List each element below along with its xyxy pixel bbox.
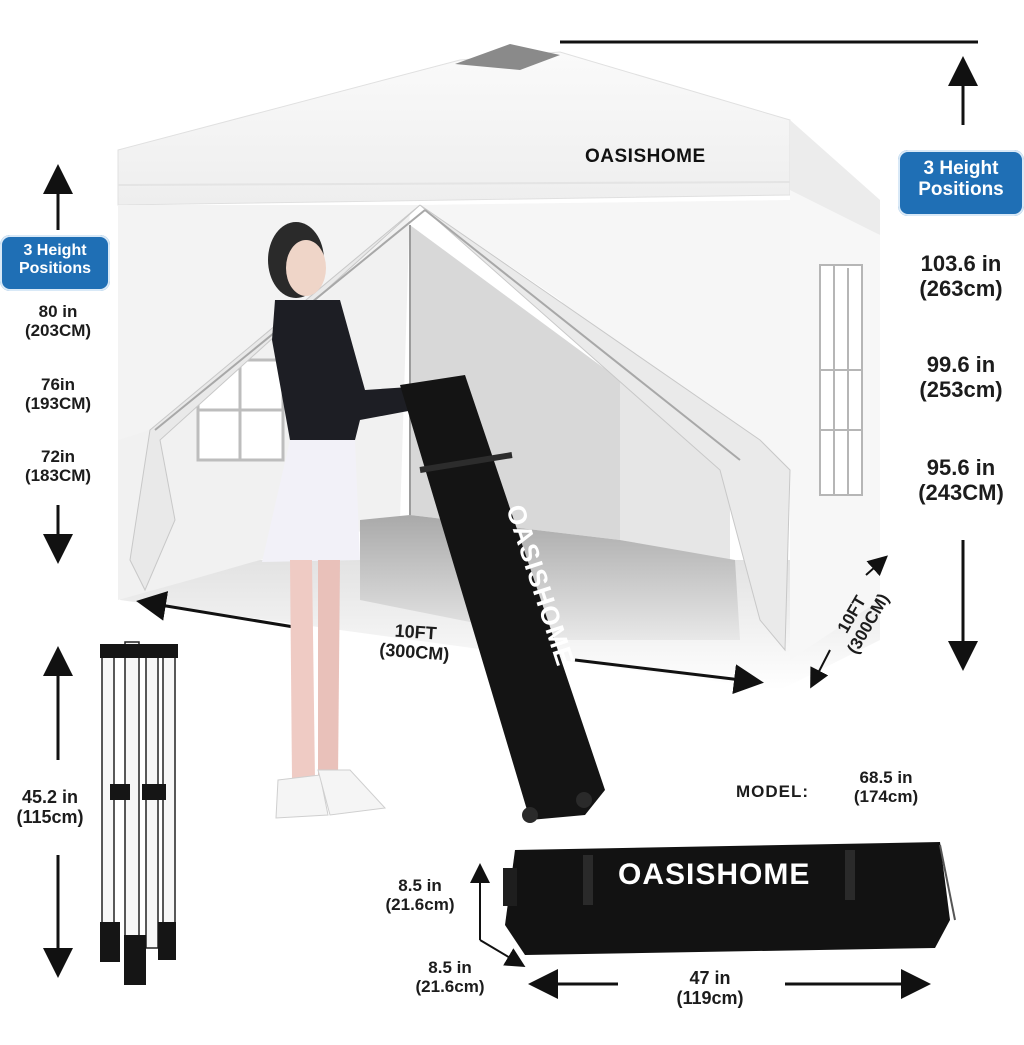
tent-curtains [118, 200, 791, 652]
right-height-position-1: 103.6 in (263cm) [919, 251, 1003, 301]
model-height-label: 68.5 in (174cm) [853, 768, 919, 807]
bag-depth-arrow [479, 939, 526, 968]
depth-arrow-bottom [810, 649, 831, 689]
bag-depth-label: 8.5 in (21.6cm) [415, 958, 485, 997]
bag-flat-brand-logo: OASISHOME [618, 858, 811, 891]
canopy-brand-logo: OASISHOME [585, 146, 706, 167]
tent-window-right [819, 264, 863, 496]
width-arrow-left [136, 591, 301, 630]
left-height-position-3: 72in (183CM) [24, 447, 92, 486]
carry-bag-upright [400, 375, 605, 823]
bag-height-label: 8.5 in (21.6cm) [385, 876, 455, 915]
left-badge-line1: 3 Height [23, 242, 87, 259]
folded-frame [100, 641, 178, 985]
left-height-position-2: 76in (193CM) [24, 375, 92, 414]
bag-length-label: 47 in (119cm) [676, 968, 744, 1009]
right-height-position-3: 95.6 in (243CM) [918, 455, 1004, 505]
left-badge-line2: Positions [18, 259, 91, 277]
frame-folded-height-label: 45.2 in (115cm) [16, 787, 84, 828]
left-height-badge: 3 Height Positions [0, 235, 110, 291]
woman-figure [262, 222, 440, 819]
right-height-position-2: 99.6 in (253cm) [919, 352, 1003, 402]
right-badge-line2: Positions [918, 178, 1004, 200]
depth-arrow-top [865, 555, 888, 577]
wheel-icon [576, 792, 592, 808]
model-label: MODEL: [736, 782, 810, 801]
canopy-roof [117, 44, 880, 235]
roof-vent-icon [455, 44, 560, 70]
carry-bag-flat [503, 842, 956, 955]
wheel-icon [522, 807, 538, 823]
width-arrow-right [574, 658, 764, 695]
right-height-badge: 3 Height Positions [898, 150, 1024, 216]
right-badge-line1: 3 Height [923, 158, 999, 179]
tent-right-wall [790, 190, 880, 660]
left-height-position-1: 80 in (203CM) [24, 302, 92, 341]
